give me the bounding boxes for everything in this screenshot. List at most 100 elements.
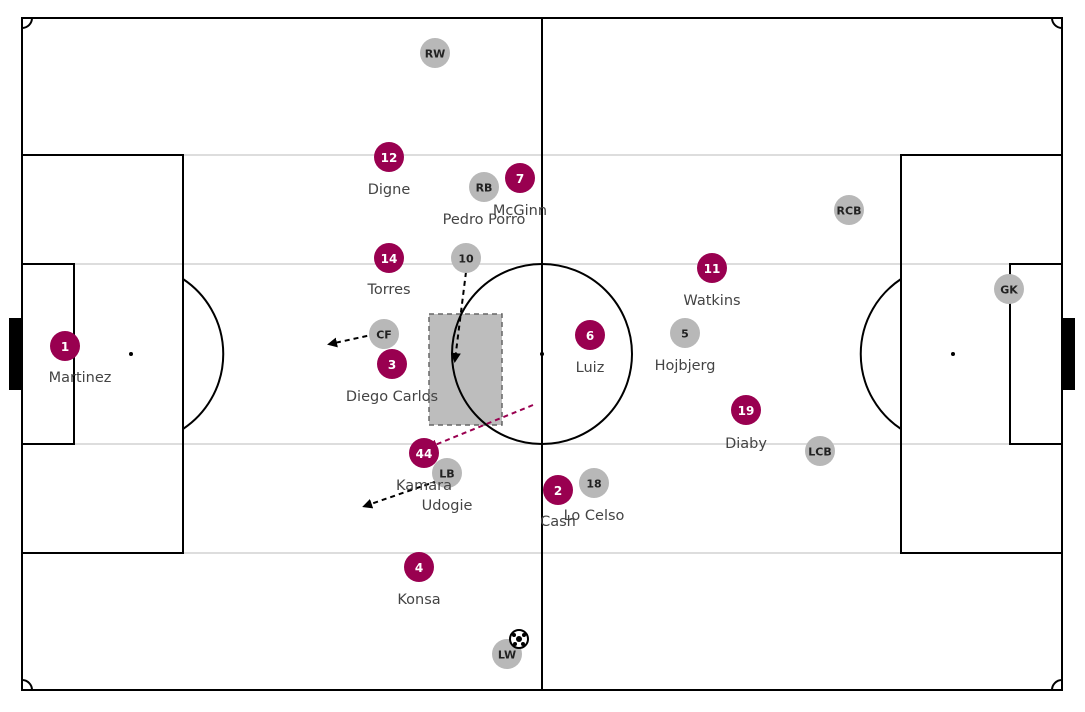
player-dot — [697, 253, 727, 283]
player-number: RW — [425, 48, 446, 61]
player-number: 12 — [381, 151, 398, 165]
player-dot — [50, 331, 80, 361]
player-name: Torres — [366, 282, 410, 298]
player-number: LB — [439, 468, 454, 481]
player-number: LCB — [808, 446, 831, 459]
player-number: GK — [1000, 284, 1018, 297]
away-player-marker: LB Udogie — [422, 458, 473, 514]
right-goal — [1063, 318, 1075, 390]
player-number: CF — [376, 329, 392, 342]
soccer-ball-icon — [509, 629, 529, 649]
right-penalty-arc — [859, 278, 902, 430]
player-name: Cash — [540, 514, 576, 530]
player-number: 19 — [738, 404, 755, 418]
player-name: Diaby — [725, 436, 767, 452]
player-number: 1 — [61, 340, 69, 354]
player-dot — [374, 243, 404, 273]
player-name: Pedro Porro — [443, 212, 526, 228]
player-number: 7 — [516, 172, 524, 186]
away-player-marker: 10 — [451, 243, 481, 273]
player-number: RCB — [837, 205, 862, 218]
centre-spot — [540, 352, 544, 356]
player-name: Martinez — [49, 370, 112, 386]
player-dot — [451, 243, 481, 273]
right-penalty-spot — [951, 352, 955, 356]
player-name: Hojbjerg — [655, 358, 716, 374]
player-dot — [369, 319, 399, 349]
player-dot — [670, 318, 700, 348]
player-dot — [420, 38, 450, 68]
corner-arc-bottom-right — [1051, 679, 1063, 691]
player-name: Lo Celso — [564, 508, 625, 524]
away-player-marker: LCB — [805, 436, 835, 466]
left-penalty-arc — [182, 278, 225, 430]
player-number: 5 — [681, 328, 689, 341]
player-dot — [994, 274, 1024, 304]
away-player-marker: GK — [994, 274, 1024, 304]
player-name: Konsa — [397, 592, 440, 608]
player-number: 14 — [381, 252, 398, 266]
player-number: 3 — [388, 358, 396, 372]
away-player-marker: CF — [369, 319, 399, 349]
player-name: Diego Carlos — [346, 389, 438, 405]
player-number: RB — [476, 182, 493, 195]
player-number: 11 — [704, 262, 721, 276]
player-name: Luiz — [576, 360, 605, 376]
player-dot — [374, 142, 404, 172]
player-dot — [834, 195, 864, 225]
movement-arrows — [327, 271, 534, 509]
highlight-zone — [428, 313, 503, 426]
player-dot — [432, 458, 462, 488]
player-dot — [543, 475, 573, 505]
left-penalty-spot — [129, 352, 133, 356]
player-name: Watkins — [683, 293, 740, 309]
away-player-marker: 18 Lo Celso — [564, 468, 625, 524]
player-dot — [409, 438, 439, 468]
away-player-marker: RW — [420, 38, 450, 68]
player-dot — [404, 552, 434, 582]
player-number: LW — [498, 649, 516, 662]
run-arrow-cf — [327, 333, 377, 348]
player-dot — [377, 349, 407, 379]
player-number: 44 — [416, 447, 433, 461]
player-name: Udogie — [422, 498, 473, 514]
player-number: 10 — [458, 253, 474, 266]
away-player-marker: RB Pedro Porro — [443, 172, 526, 228]
player-name: Kamara — [396, 478, 452, 494]
pass-arrow-44 — [427, 404, 534, 449]
left-penalty-box — [21, 154, 184, 554]
player-dot — [805, 436, 835, 466]
player-name: McGinn — [493, 203, 547, 219]
away-player-marker: RCB — [834, 195, 864, 225]
right-penalty-box — [900, 154, 1063, 554]
player-dot — [731, 395, 761, 425]
player-dot — [505, 163, 535, 193]
player-dot — [579, 468, 609, 498]
corner-arc-top-left — [21, 17, 33, 29]
right-six-yard-box — [1009, 263, 1063, 445]
corner-arc-bottom-left — [21, 679, 33, 691]
player-number: 6 — [586, 329, 594, 343]
player-dot — [469, 172, 499, 202]
player-number: 18 — [586, 478, 601, 491]
run-arrow-10 — [450, 271, 467, 363]
pitch-markings — [9, 17, 1075, 691]
corner-arc-top-right — [1051, 17, 1063, 29]
player-number: 2 — [554, 484, 562, 498]
player-dot — [575, 320, 605, 350]
player-number: 4 — [415, 561, 423, 575]
